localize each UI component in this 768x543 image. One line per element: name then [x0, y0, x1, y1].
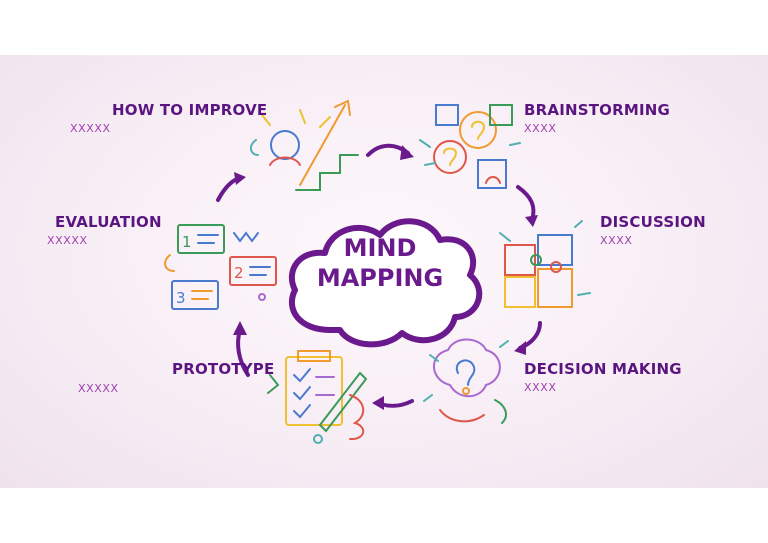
arrow-heads: [233, 145, 538, 410]
sub-decision-making: XXXX: [524, 381, 557, 394]
sub-how-to-improve: XXXXX: [70, 122, 111, 135]
brainstorming-icon: [419, 104, 521, 189]
arrow-2: [516, 185, 536, 222]
sub-brainstorming: XXXX: [524, 122, 557, 135]
label-discussion: DISCUSSION: [600, 213, 706, 231]
card-number-1: 1: [182, 233, 192, 251]
label-how-to-improve: HOW TO IMPROVE: [112, 101, 268, 119]
prototype-clipboard-icon: [267, 350, 368, 444]
center-title-line2: MAPPING: [316, 264, 444, 292]
sub-prototype: XXXXX: [78, 382, 119, 395]
sub-discussion: XXXX: [600, 234, 633, 247]
discussion-puzzle-icon: [499, 220, 591, 308]
decision-making-icon: [423, 338, 509, 424]
card-number-3: 3: [176, 289, 186, 307]
center-cloud: [288, 218, 483, 348]
how-to-improve-icon: [250, 99, 359, 191]
slide-canvas: 1 2 3 MIND MAPPING HOW TO IMPROVE XXXXX …: [0, 55, 768, 488]
evaluation-card-numbers: 1 2 3: [176, 233, 244, 307]
sub-evaluation: XXXXX: [47, 234, 88, 247]
diagram-artwork: 1 2 3: [164, 99, 591, 444]
label-prototype: PROTOTYPE: [172, 360, 275, 378]
label-evaluation: EVALUATION: [55, 213, 162, 231]
evaluation-cards-icon: [164, 224, 277, 310]
label-brainstorming: BRAINSTORMING: [524, 101, 671, 119]
card-number-2: 2: [234, 264, 244, 282]
center-title: MIND MAPPING: [305, 233, 455, 293]
center-title-line1: MIND: [343, 234, 417, 262]
label-decision-making: DECISION MAKING: [524, 360, 682, 378]
